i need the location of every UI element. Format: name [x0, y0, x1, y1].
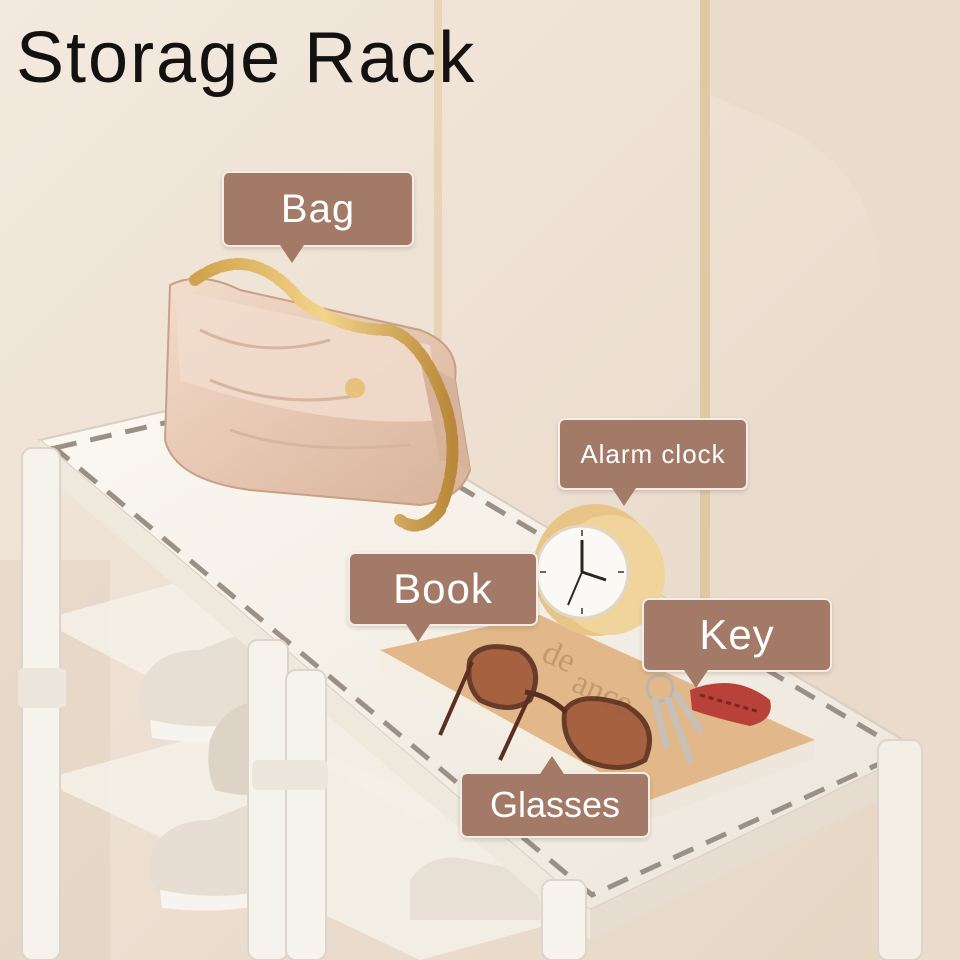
alarm-clock-callout-label: Alarm clock: [580, 438, 726, 469]
alarm-clock-callout-pointer: [612, 488, 636, 506]
book-callout: Book: [348, 552, 538, 642]
bag-callout-pointer: [280, 245, 304, 263]
bag-callout-label: Bag: [280, 186, 356, 231]
key-callout-pointer: [684, 670, 708, 688]
alarm-clock-callout: Alarm clock: [558, 418, 748, 506]
key-callout-label: Key: [699, 611, 775, 658]
book-callout-pointer: [406, 624, 430, 642]
alarm-clock: [533, 504, 665, 636]
handbag: [163, 258, 472, 532]
page-title: Storage Rack: [16, 18, 477, 98]
glasses-callout-pointer: [540, 756, 564, 774]
key-callout: Key: [642, 598, 832, 688]
rack-posts: [18, 447, 923, 960]
bag-callout: Bag: [222, 171, 414, 263]
glasses-callout-label: Glasses: [489, 784, 621, 825]
sunglasses: [438, 644, 652, 770]
keys: [645, 673, 771, 764]
glasses-callout: Glasses: [460, 756, 650, 838]
book-callout-label: Book: [393, 565, 493, 612]
